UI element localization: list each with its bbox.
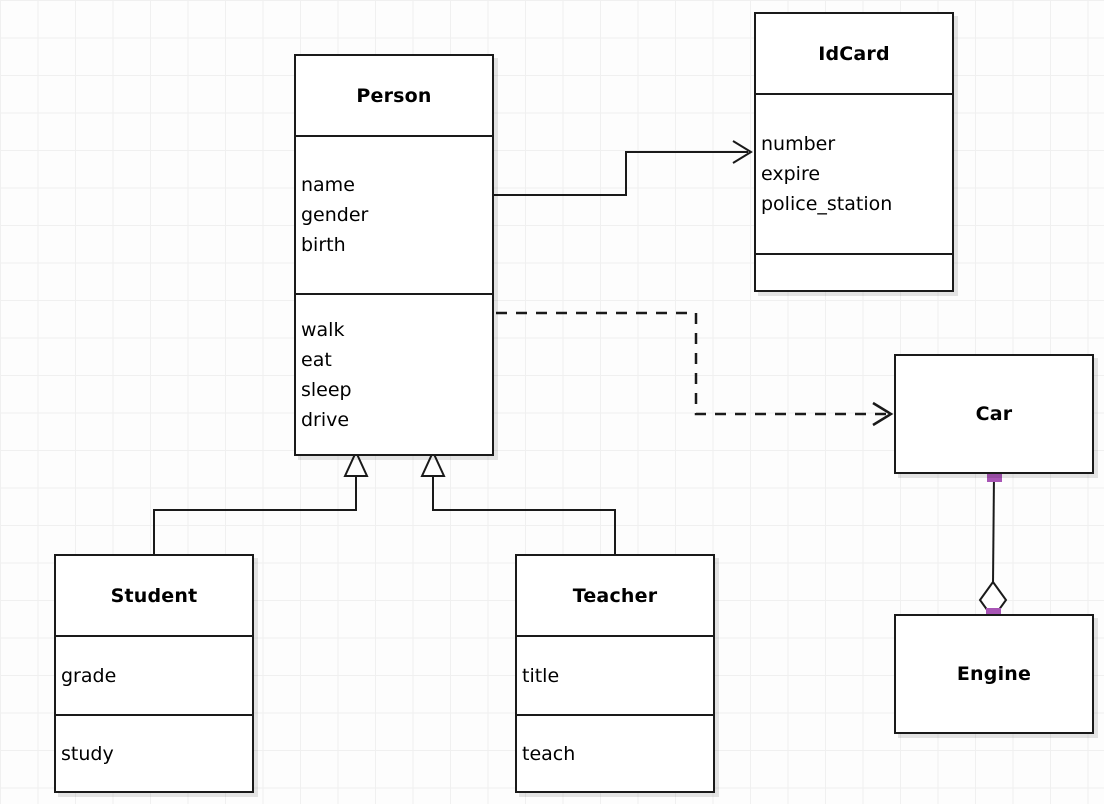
class-box-idcard[interactable]: IdCard number expire police_station	[754, 12, 954, 292]
class-title-compartment: Engine	[896, 616, 1092, 732]
attribute-item: expire	[761, 163, 821, 185]
attribute-item: gender	[301, 204, 369, 226]
operation-item: sleep	[301, 378, 352, 401]
class-box-engine[interactable]: Engine	[894, 614, 1094, 734]
attribute-item: name	[301, 174, 355, 196]
relationship-dependency-person-car[interactable]	[496, 311, 894, 427]
aggregation-line	[992, 473, 995, 585]
relationship-association-person-idcard[interactable]	[494, 140, 753, 196]
attribute-item: police_station	[761, 193, 893, 215]
class-name-teacher: Teacher	[572, 584, 658, 607]
operation-item: eat	[301, 348, 332, 371]
operation-item: teach	[522, 742, 576, 765]
open-arrow-icon	[872, 401, 894, 427]
association-line	[494, 151, 748, 196]
class-box-teacher[interactable]: Teacher title teach	[515, 554, 715, 793]
class-title-compartment: IdCard	[756, 14, 952, 93]
attribute-item: grade	[61, 664, 117, 687]
relationship-generalization-teacher-person[interactable]	[420, 449, 616, 554]
class-name-student: Student	[110, 584, 198, 607]
class-title-compartment: Car	[896, 356, 1092, 472]
operation-item: drive	[301, 408, 350, 431]
class-attributes-compartment: number expire police_station	[756, 93, 952, 253]
class-name-idcard: IdCard	[818, 42, 890, 65]
class-attributes-compartment: title	[517, 635, 713, 714]
class-box-car[interactable]: Car	[894, 354, 1094, 474]
operation-item: study	[61, 742, 114, 765]
attribute-item: title	[522, 664, 560, 687]
generalization-line	[432, 474, 616, 554]
open-arrow-icon	[732, 140, 753, 164]
class-attributes-compartment: name gender birth	[296, 135, 492, 293]
hollow-diamond-icon	[978, 580, 1008, 620]
relationship-generalization-student-person[interactable]	[153, 449, 369, 554]
class-box-student[interactable]: Student grade study	[54, 554, 254, 793]
operation-item: walk	[301, 318, 345, 341]
class-name-person: Person	[356, 84, 432, 107]
attribute-item: number	[761, 133, 836, 155]
relationship-aggregation-car-engine[interactable]	[978, 467, 1008, 623]
class-operations-compartment	[756, 253, 952, 290]
generalization-line	[153, 474, 357, 554]
class-title-compartment: Teacher	[517, 556, 713, 635]
class-box-person[interactable]: Person name gender birth walk eat sleep …	[294, 54, 494, 456]
attribute-item: birth	[301, 234, 346, 256]
class-operations-compartment: walk eat sleep drive	[296, 293, 492, 454]
class-operations-compartment: teach	[517, 714, 713, 791]
class-attributes-compartment: grade	[56, 635, 252, 714]
class-title-compartment: Student	[56, 556, 252, 635]
class-title-compartment: Person	[296, 56, 492, 135]
class-operations-compartment: study	[56, 714, 252, 791]
class-name-car: Car	[975, 403, 1013, 425]
dependency-line	[496, 311, 888, 416]
class-name-engine: Engine	[956, 663, 1032, 685]
